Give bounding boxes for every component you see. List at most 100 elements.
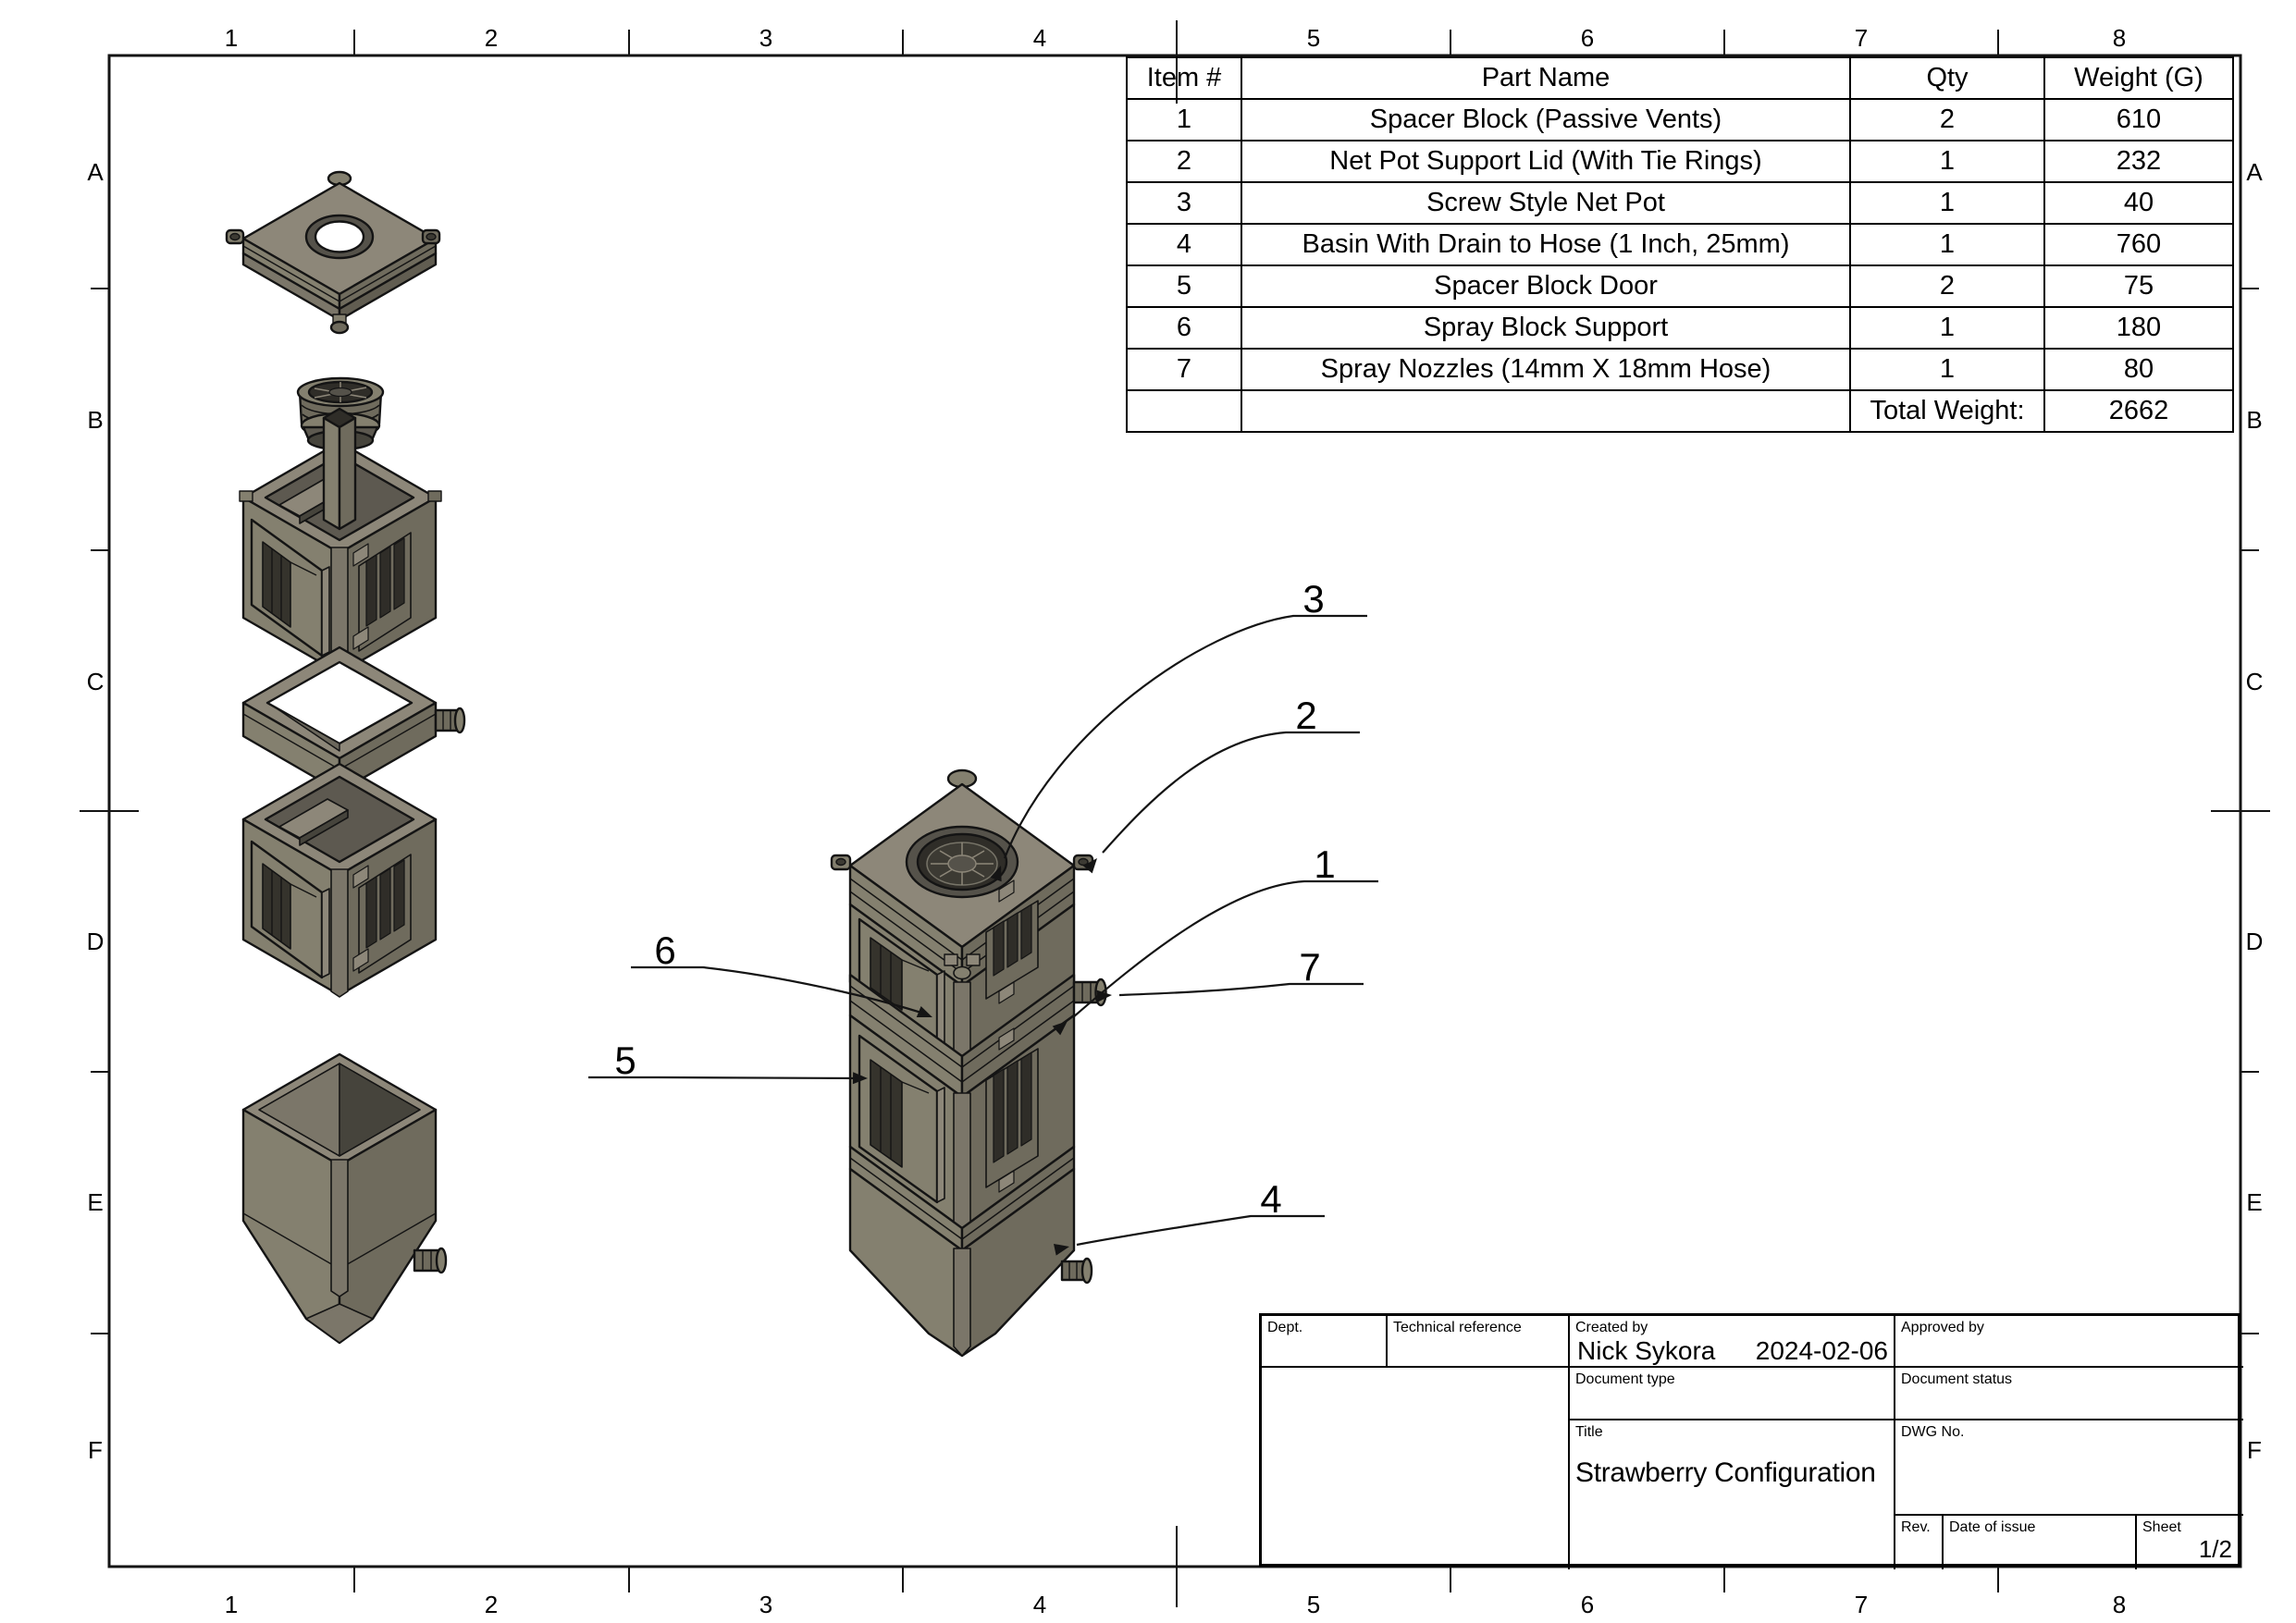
cell-item: 1 bbox=[1126, 98, 1242, 141]
titleblock-empty-cell bbox=[1262, 1368, 1570, 1569]
grid-col-label: 7 bbox=[1855, 24, 1868, 52]
titleblock-rev-cell: Rev. bbox=[1895, 1516, 1944, 1569]
approved-by-label: Approved by bbox=[1901, 1320, 1984, 1335]
assembled-drain-nozzle bbox=[1060, 1257, 1093, 1285]
cell-qty: 1 bbox=[1849, 181, 2045, 225]
created-date: 2024-02-06 bbox=[1755, 1336, 1888, 1365]
cell-weight: 760 bbox=[2043, 223, 2234, 266]
cell-weight: 610 bbox=[2043, 98, 2234, 141]
assembled-door-2 bbox=[858, 1034, 945, 1204]
titleblock-technical-reference-cell: Technical reference bbox=[1388, 1316, 1570, 1368]
grid-row-label: F bbox=[88, 1436, 103, 1464]
callout-4-number: 4 bbox=[1260, 1177, 1281, 1221]
grid-row-label: D bbox=[2246, 928, 2264, 955]
exploded-basin bbox=[241, 1052, 448, 1345]
parts-table: Item # Part Name Qty Weight (G) 1 Spacer… bbox=[1126, 56, 2234, 433]
cell-name: Basin With Drain to Hose (1 Inch, 25mm) bbox=[1241, 223, 1851, 266]
titleblock-document-type-cell: Document type bbox=[1570, 1368, 1895, 1420]
technical-reference-label: Technical reference bbox=[1393, 1320, 1522, 1335]
titleblock-document-status-cell: Document status bbox=[1895, 1368, 2243, 1420]
grid-row-label: A bbox=[2246, 158, 2263, 186]
grid-col-label: 8 bbox=[2113, 1591, 2126, 1618]
cell-qty: 1 bbox=[1849, 306, 2045, 350]
created-by-name: Nick Sykora bbox=[1577, 1336, 1716, 1365]
cell-weight: 75 bbox=[2043, 264, 2234, 308]
grid-col-label: 6 bbox=[1581, 24, 1594, 52]
callout-3-number: 3 bbox=[1302, 577, 1324, 621]
grid-row-label: F bbox=[2247, 1436, 2262, 1464]
assembled-lid bbox=[830, 768, 1094, 988]
assembled-spacer-block-2 bbox=[848, 1014, 1076, 1231]
lid-hole bbox=[314, 220, 365, 253]
document-type-label: Document type bbox=[1575, 1371, 1675, 1387]
callout-5-number: 5 bbox=[614, 1039, 636, 1082]
cell-item: 5 bbox=[1126, 264, 1242, 308]
assembled-view bbox=[830, 768, 1107, 1358]
cell-item: 6 bbox=[1126, 306, 1242, 350]
lid-bottom-knob bbox=[329, 320, 350, 335]
grid-row-label: B bbox=[2246, 406, 2262, 434]
grid-labels: 1 2 3 4 5 6 7 8 1 2 3 4 5 6 7 8 A B C D … bbox=[87, 24, 2264, 1618]
cell-weight: 180 bbox=[2043, 306, 2234, 350]
cell-name: Net Pot Support Lid (With Tie Rings) bbox=[1241, 140, 1851, 183]
callout-4: 4 bbox=[1053, 1177, 1325, 1256]
callout-2: 2 bbox=[1082, 694, 1360, 874]
callout-5: 5 bbox=[588, 1039, 868, 1085]
grid-col-label: 3 bbox=[759, 1591, 772, 1618]
col-header-qty: Qty bbox=[1849, 56, 2045, 100]
parts-table-header-row: Item # Part Name Qty Weight (G) bbox=[1126, 56, 2234, 100]
cell-weight: 80 bbox=[2043, 348, 2234, 391]
assembled-vents-2 bbox=[985, 1027, 1039, 1193]
table-row: 1 Spacer Block (Passive Vents) 2 610 bbox=[1126, 98, 2234, 141]
grid-row-label: C bbox=[2246, 668, 2264, 695]
callout-7-number: 7 bbox=[1299, 945, 1320, 989]
cell-name: Spray Block Support bbox=[1241, 306, 1851, 350]
table-row: 5 Spacer Block Door 2 75 bbox=[1126, 264, 2234, 308]
callouts: 3 2 1 7 6 5 4 bbox=[588, 577, 1378, 1256]
col-header-item: Item # bbox=[1126, 56, 1242, 100]
exploded-spacer-door-1 bbox=[250, 518, 330, 658]
rev-label: Rev. bbox=[1901, 1519, 1931, 1535]
callout-6-number: 6 bbox=[654, 928, 675, 972]
exploded-drain-nozzle bbox=[413, 1247, 448, 1274]
cell-item: 3 bbox=[1126, 181, 1242, 225]
assembled-basin bbox=[848, 1145, 1093, 1358]
exploded-spacer-door-2 bbox=[250, 840, 330, 979]
exploded-vents-2 bbox=[352, 854, 412, 974]
grid-col-label: 3 bbox=[759, 24, 772, 52]
assembled-net-pot bbox=[905, 825, 1019, 899]
exploded-spacer-block-2 bbox=[241, 762, 438, 998]
total-weight-label: Total Weight: bbox=[1849, 389, 2045, 433]
title-block: Dept. Technical reference Created by Nic… bbox=[1259, 1313, 2243, 1569]
assembled-vents-1 bbox=[985, 879, 1039, 1004]
exploded-vents-1 bbox=[352, 532, 412, 652]
table-row: 7 Spray Nozzles (14mm X 18mm Hose) 1 80 bbox=[1126, 348, 2234, 391]
grid-col-label: 1 bbox=[225, 1591, 238, 1618]
grid-col-label: 4 bbox=[1033, 1591, 1046, 1618]
exploded-view bbox=[225, 170, 466, 1345]
grid-col-label: 8 bbox=[2113, 24, 2126, 52]
drawing-title: Strawberry Configuration bbox=[1575, 1457, 1876, 1488]
total-weight-value: 2662 bbox=[2043, 389, 2234, 433]
callout-3: 3 bbox=[990, 577, 1367, 882]
cell-qty: 2 bbox=[1849, 98, 2045, 141]
grid-col-label: 2 bbox=[485, 1591, 498, 1618]
titleblock-approved-by-cell: Approved by bbox=[1895, 1316, 2243, 1368]
border-frame bbox=[80, 20, 2270, 1607]
grid-row-label: B bbox=[87, 406, 103, 434]
titleblock-date-of-issue-cell: Date of issue bbox=[1944, 1516, 2137, 1569]
cell-qty: 1 bbox=[1849, 348, 2045, 391]
grid-row-label: A bbox=[87, 158, 104, 186]
grid-col-label: 5 bbox=[1307, 24, 1320, 52]
table-row: 2 Net Pot Support Lid (With Tie Rings) 1… bbox=[1126, 140, 2234, 183]
exploded-spray-block-support bbox=[241, 646, 466, 793]
grid-row-label: D bbox=[87, 928, 105, 955]
grid-col-label: 6 bbox=[1581, 1591, 1594, 1618]
cell-item: 4 bbox=[1126, 223, 1242, 266]
grid-row-label: E bbox=[2246, 1188, 2262, 1216]
dwg-no-label: DWG No. bbox=[1901, 1424, 1965, 1440]
cell-qty: 1 bbox=[1849, 140, 2045, 183]
grid-col-label: 5 bbox=[1307, 1591, 1320, 1618]
titleblock-dwg-no-cell: DWG No. bbox=[1895, 1420, 2243, 1516]
